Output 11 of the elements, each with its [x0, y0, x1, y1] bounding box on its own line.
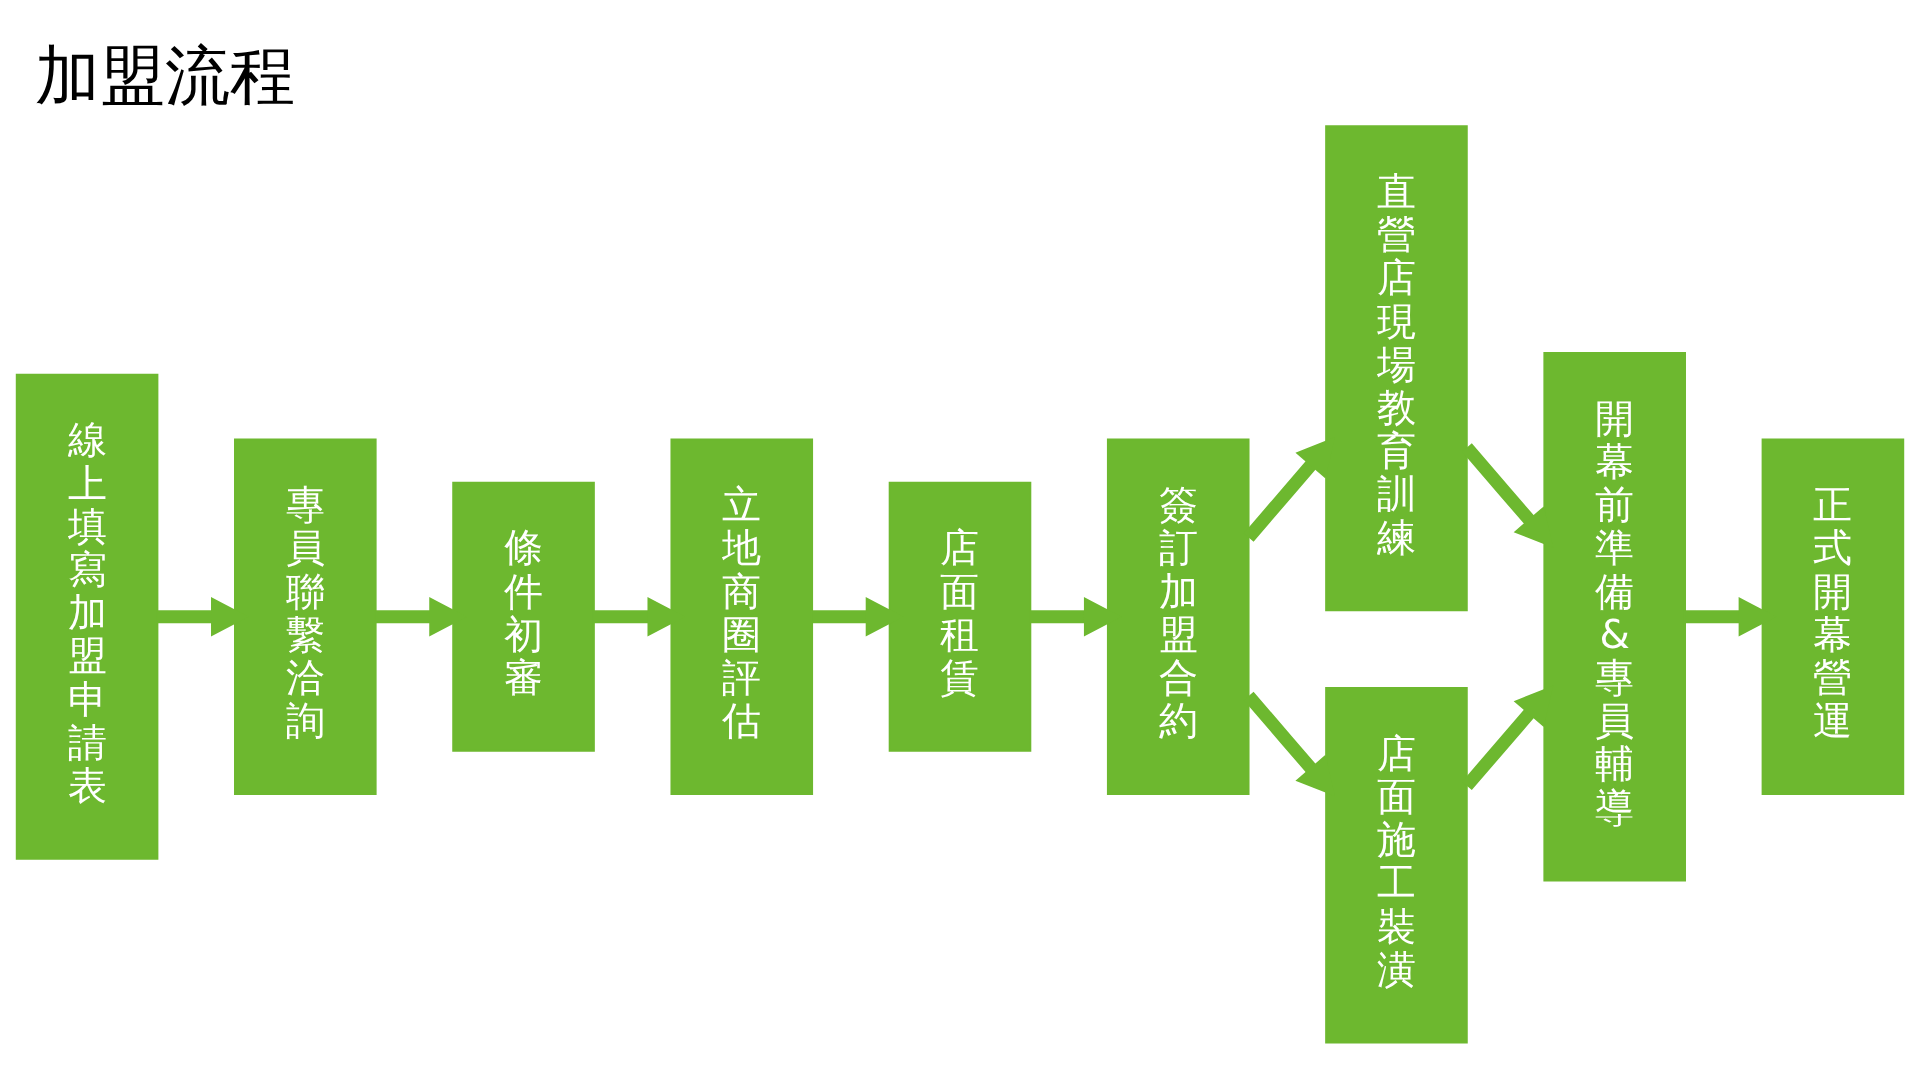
node-box: 立地商圈評估 [670, 438, 814, 795]
node-box: 直營店現場教育訓練 [1325, 125, 1468, 612]
node-box: 條件初審 [452, 481, 595, 752]
node-box: 簽訂加盟合約 [1106, 438, 1250, 795]
node-box: 店面租賃 [888, 481, 1032, 752]
node-box: 專員聯繫洽詢 [234, 438, 377, 795]
node-box: 開幕前準備&專員輔導 [1543, 352, 1686, 882]
diagram-title: 加盟流程 [34, 38, 295, 114]
node-box: 線上填寫加盟申請表 [15, 373, 159, 860]
node-box: 店面施工裝潢 [1325, 686, 1468, 1044]
node-box: 正式開幕營運 [1761, 438, 1905, 795]
